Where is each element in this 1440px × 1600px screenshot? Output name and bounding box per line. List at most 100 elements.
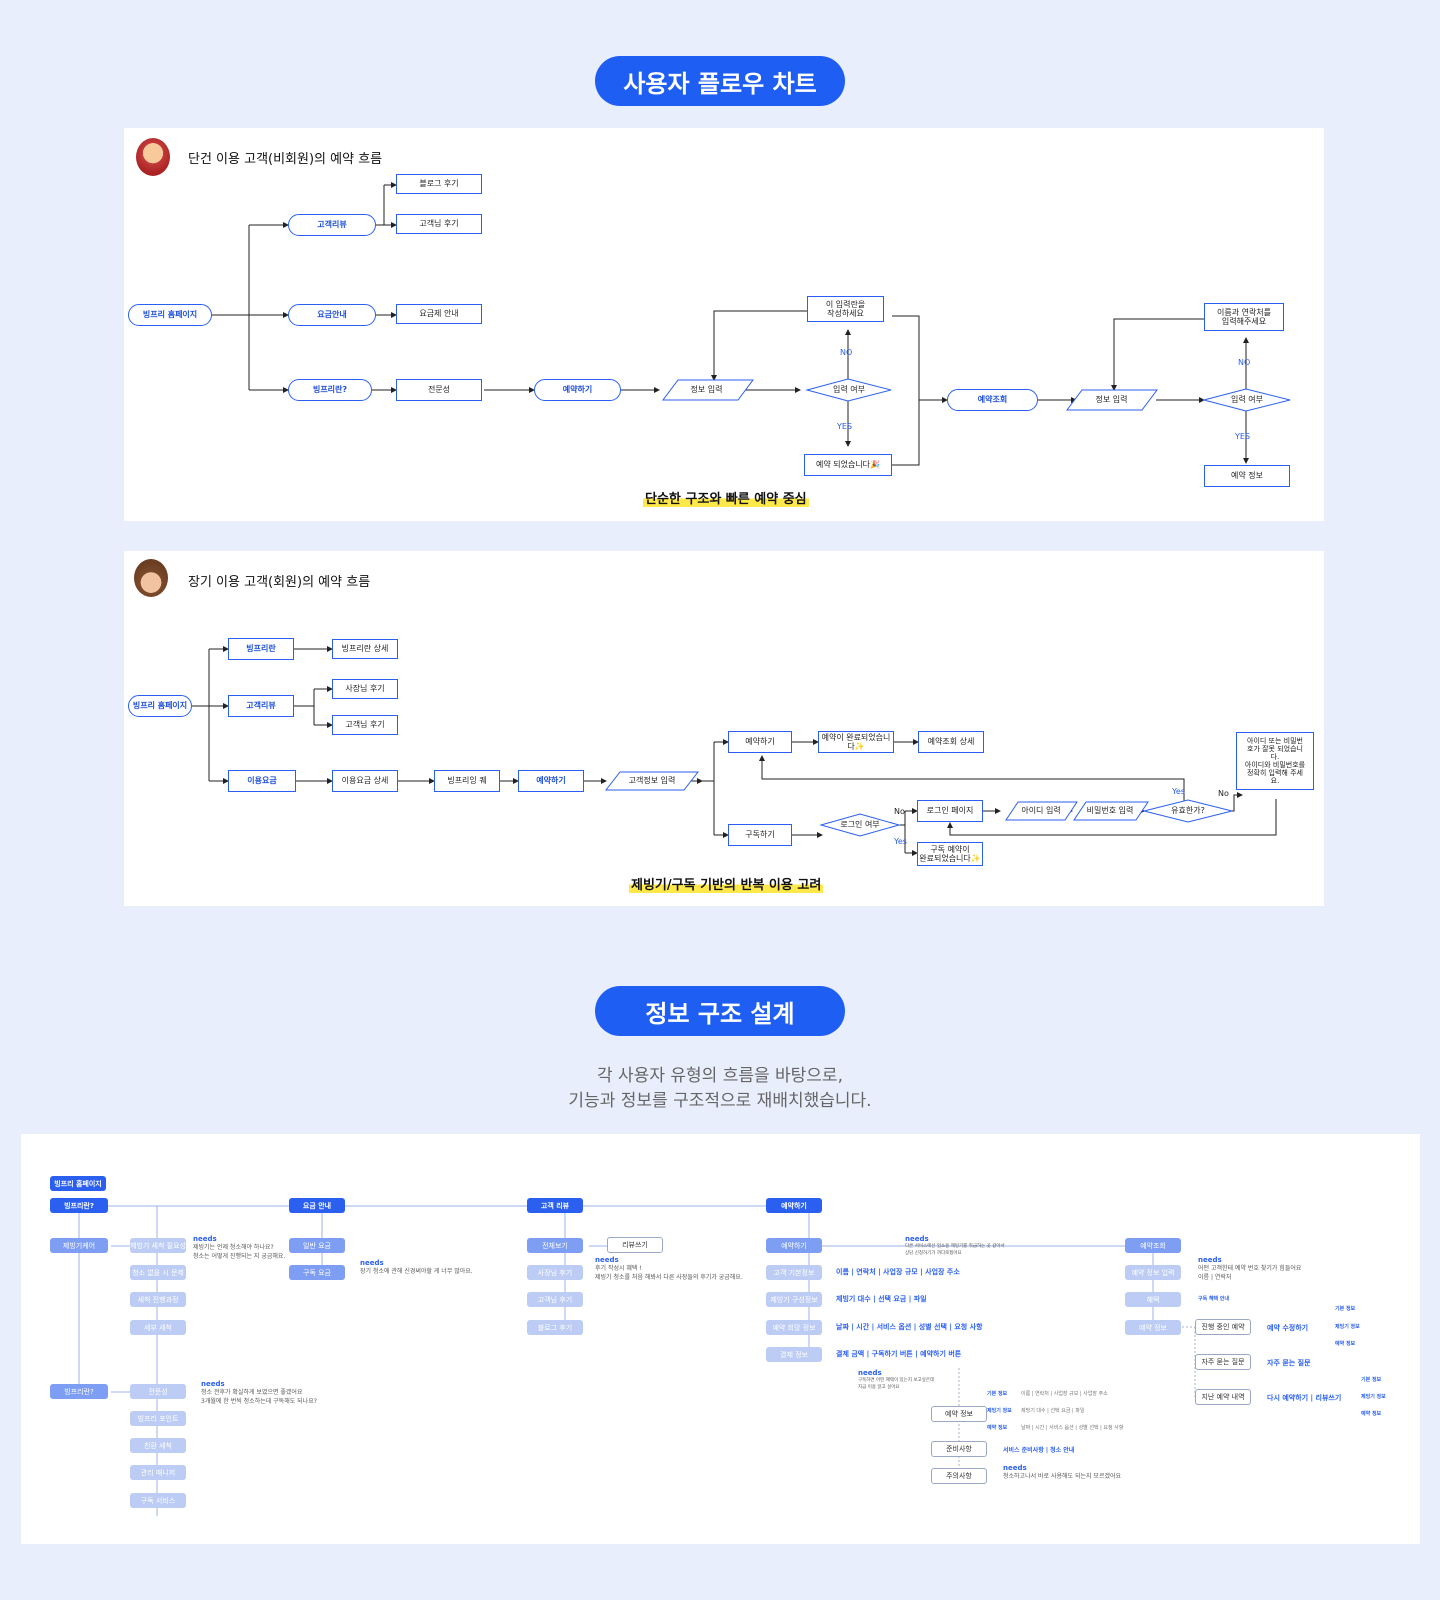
- ia-c5-item: 혜택: [1125, 1292, 1181, 1307]
- f2-reserve: 예약하기: [518, 770, 584, 792]
- ia-c4-item: 예약 희망 정보: [766, 1320, 822, 1335]
- ia-c1-item2: 친환 세척: [130, 1438, 186, 1453]
- ia-c3-item: 고객님 후기: [527, 1292, 583, 1307]
- ia-c1-sub: 제빙기케어: [50, 1238, 108, 1253]
- f2-pricing-detail: 이용요금 상세: [332, 770, 398, 792]
- ia-root: 빙프리 홈페이지: [50, 1176, 106, 1191]
- ia-c4-link: 이름 | 연락처 | 사업장 규모 | 사업장 주소: [836, 1268, 960, 1276]
- f1-info-input2: 정보 입력: [1095, 395, 1128, 405]
- ia-c1-item2: 전문성: [130, 1384, 186, 1399]
- ia-c1-sub2: 빙프리란?: [50, 1384, 108, 1399]
- f1-reserve: 예약하기: [534, 379, 621, 401]
- flow1-title: 단건 이용 고객(비회원)의 예약 흐름: [188, 152, 383, 167]
- section-title-ia: 정보 구조 설계: [595, 986, 845, 1036]
- f2-no-label2: No: [1218, 789, 1229, 798]
- ia-c4-item: 고객 기본정보: [766, 1265, 822, 1280]
- ia-c2-item: 구독 요금: [289, 1265, 345, 1280]
- f1-review: 고객리뷰: [288, 214, 376, 236]
- avatar-member: [134, 559, 168, 597]
- f2-login-check: 로그인 여부: [840, 820, 880, 830]
- flow1-parallelograms: [662, 379, 1158, 411]
- f1-blog: 블로그 후기: [396, 174, 482, 194]
- f2-login-page: 로그인 페이지: [917, 800, 983, 822]
- ia-top-review: 고객 리뷰: [527, 1198, 583, 1213]
- avatar-nonmember: [136, 138, 170, 176]
- ia-c5-link: 다시 예약하기 | 리뷰쓰기: [1267, 1394, 1342, 1402]
- ia-c4-link: 날짜 | 시간 | 서비스 옵션 | 성별 선택 | 요청 사항: [836, 1323, 983, 1331]
- ia-c5-box: 지난 예약 내역: [1195, 1389, 1251, 1405]
- f1-lookup: 예약조회: [947, 389, 1038, 411]
- f2-team: 빙프리잉 퀘: [434, 770, 500, 792]
- f2-pricing: 이용요금: [228, 770, 296, 792]
- ia-c4-dot: 예약 정보: [987, 1425, 1008, 1431]
- ia-c2-item: 일반 요금: [289, 1238, 345, 1253]
- ia-c3-write: 리뷰쓰기: [607, 1237, 663, 1253]
- f1-info-input: 정보 입력: [690, 385, 723, 395]
- f2-sub-done: 구독 예약이 완료되었습니다✨: [917, 842, 983, 866]
- ia-top-reserve: 예약하기: [766, 1198, 822, 1213]
- ia-c1-item2: 빙프리 포인트: [130, 1411, 186, 1426]
- ia-c5-top: 예약조회: [1125, 1238, 1181, 1253]
- f2-about: 빙프리란: [228, 638, 294, 660]
- f1-customer-review: 고객님 후기: [396, 214, 482, 234]
- f2-yes-label2: Yes: [1172, 787, 1185, 796]
- ia-c1-item2: 관리 매니저: [130, 1465, 186, 1480]
- ia-c3-item: 전체보기: [527, 1238, 583, 1253]
- ia-c1-item: 세척 진행과정: [130, 1292, 186, 1307]
- ia-c4-dot: 제빙기 정보: [987, 1408, 1012, 1414]
- ia-c5-link: 자주 묻는 질문: [1267, 1359, 1311, 1367]
- f2-lookup-detail: 예약조회 상세: [918, 731, 984, 753]
- ia-c5-dot: 기본 정보: [1335, 1306, 1356, 1312]
- ia-c5-dot: 기본 정보: [1361, 1377, 1382, 1383]
- ia-c5-dot: 제빙기 정보: [1361, 1394, 1386, 1400]
- ia-subtitle-line2: 기능과 정보를 구조적으로 재배치했습니다.: [568, 1091, 872, 1111]
- ia-c4-link: 제빙기 대수 | 선택 요금 | 파일: [836, 1295, 927, 1303]
- section-title-flowchart: 사용자 플로우 차트: [595, 56, 845, 106]
- ia-c1-item: 청소 없을 시 문제: [130, 1265, 186, 1280]
- f1-pricing-info: 요금제 안내: [396, 304, 482, 324]
- f2-about-detail: 빙프리란 상세: [332, 639, 398, 659]
- ia-c5-item: 예약 정보: [1125, 1320, 1181, 1335]
- f1-input-check2: 입력 여부: [1231, 395, 1263, 405]
- ia-c4-dot: 기본 정보: [987, 1391, 1008, 1397]
- ia-c1-item: 세부 세척: [130, 1320, 186, 1335]
- f1-about: 빙프리란?: [288, 379, 372, 401]
- f1-reserved: 예약 되었습니다🎉: [804, 454, 892, 476]
- f1-name-prompt: 이름과 연락처를 입력해주세요: [1204, 303, 1284, 331]
- ia-c4-sub: 예약하기: [766, 1238, 822, 1253]
- ia-c4-dot-val: 이름 | 연락처 | 사업장 규모 | 사업장 주소: [1021, 1391, 1108, 1397]
- ia-c4-dot-val: 제빙기 대수 | 선택 요금 | 파일: [1021, 1408, 1085, 1414]
- f1-expertise: 전문성: [396, 379, 482, 401]
- ia-c4-item: 결제 정보: [766, 1347, 822, 1362]
- ia-c5-box: 진행 중인 예약: [1195, 1319, 1251, 1335]
- ia-c1-item2: 구독 서비스: [130, 1493, 186, 1508]
- f2-error: 아이디 또는 비밀번 호가 잘못 되었습니 다. 아이디와 비밀번호를 정확히 …: [1236, 732, 1314, 790]
- ia-c5-item: 예약 정보 입력: [1125, 1265, 1181, 1280]
- ia-c4-prep: 서비스 준비사항 | 청소 안내: [1003, 1447, 1075, 1454]
- f2-customer-review: 고객님 후기: [332, 715, 398, 735]
- ia-c3-item: 사장님 후기: [527, 1265, 583, 1280]
- ia-c4-link: 결제 금액 | 구독하기 버튼 | 예약하기 버튼: [836, 1350, 962, 1358]
- f1-input-check: 입력 여부: [833, 385, 865, 395]
- f1-no-label: NO: [840, 348, 853, 357]
- ia-c4-sub2: 주의사항: [931, 1468, 987, 1484]
- f1-pricing: 요금안내: [288, 304, 376, 326]
- f2-reserve-done: 예약이 완료되었습니 다✨: [818, 731, 894, 753]
- ia-c5-dot: 예약 정보: [1361, 1411, 1382, 1417]
- ia-c4-item: 제빙기 구성정보: [766, 1292, 822, 1307]
- f2-customer-info: 고객정보 입력: [628, 776, 676, 786]
- ia-c1-item: 제빙기 세척 필요성: [130, 1238, 186, 1253]
- f2-home: 빙프리 홈페이지: [128, 695, 192, 717]
- flow2-connectors: [192, 646, 1277, 856]
- f2-yes-label: Yes: [894, 837, 907, 846]
- f2-valid: 유효한가?: [1171, 806, 1205, 816]
- ia-c5-dot: 제빙기 정보: [1335, 1324, 1360, 1330]
- flow2-title: 장기 이용 고객(회원)의 예약 흐름: [188, 575, 371, 590]
- ia-top-about: 빙프리란?: [50, 1198, 108, 1213]
- ia-c5-benefit: 구독 혜택 안내: [1198, 1296, 1230, 1302]
- f1-yes-label: YES: [837, 422, 853, 431]
